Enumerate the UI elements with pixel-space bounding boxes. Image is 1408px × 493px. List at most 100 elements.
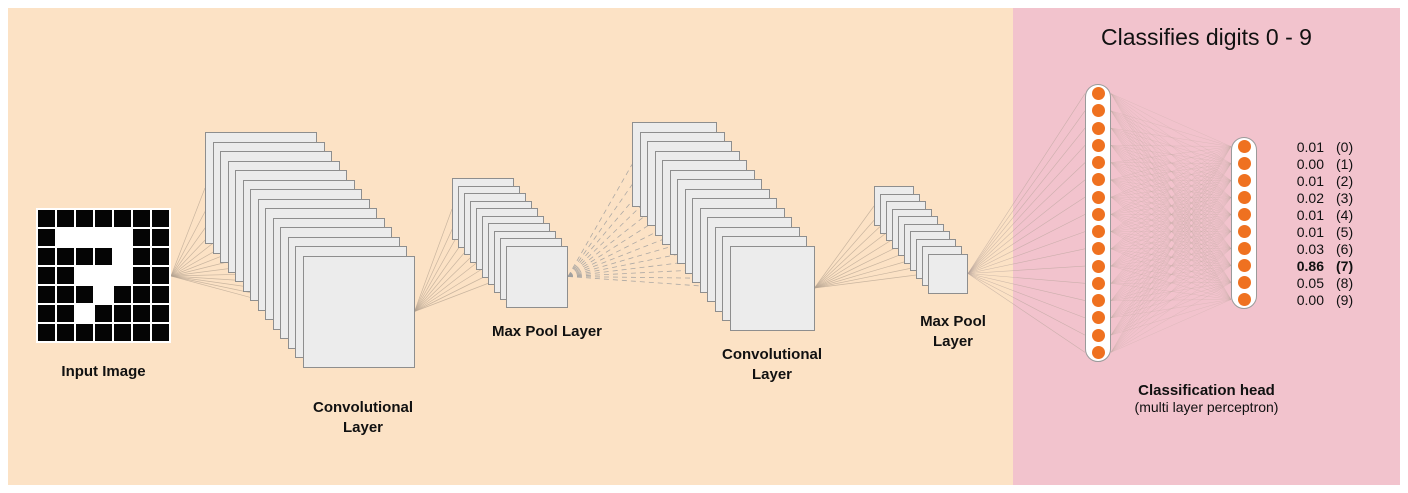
pixel-cell-black xyxy=(57,305,74,322)
prediction-probability: 0.03 xyxy=(1296,240,1324,257)
hidden-neuron-dot xyxy=(1091,104,1105,118)
pixel-cell-black xyxy=(152,229,169,246)
output-layer-column xyxy=(1231,137,1257,309)
prediction-row: 0.01(5) xyxy=(1288,223,1372,240)
conv-layer-2-label: Convolutional Layer xyxy=(692,345,852,384)
pixel-cell-black xyxy=(76,248,93,265)
pixel-cell-white xyxy=(95,229,112,246)
pixel-cell-black xyxy=(114,324,131,341)
hidden-neuron-dot xyxy=(1091,156,1105,170)
input-image-label: Input Image xyxy=(61,363,146,380)
prediction-digit: (7) xyxy=(1336,257,1354,274)
max-pool-layer-2-label-line1: Max Pool xyxy=(920,313,986,330)
pixel-cell-black xyxy=(38,210,55,227)
prediction-digit: (5) xyxy=(1336,223,1354,240)
pixel-cell-black xyxy=(152,248,169,265)
prediction-row: 0.03 (6) xyxy=(1288,240,1372,257)
prediction-row: 0.86 (7) xyxy=(1288,257,1372,274)
hidden-neuron-dot xyxy=(1091,190,1105,204)
conv-layer-2-label-line1: Convolutional xyxy=(722,346,822,363)
prediction-probability: 0.05 xyxy=(1296,274,1324,291)
pixel-cell-black xyxy=(76,210,93,227)
hidden-neuron-dot xyxy=(1091,207,1105,221)
output-neuron-dot xyxy=(1237,242,1251,255)
prediction-row: 0.05 (8) xyxy=(1288,274,1372,291)
prediction-digit: (6) xyxy=(1336,240,1354,257)
pixel-cell-white xyxy=(76,305,93,322)
output-neuron-dot xyxy=(1237,225,1251,238)
hidden-neuron-dot xyxy=(1091,345,1105,359)
pixel-cell-white xyxy=(76,229,93,246)
output-neuron-dot xyxy=(1237,276,1251,289)
pixel-cell-black xyxy=(152,305,169,322)
pixel-cell-white xyxy=(114,267,131,284)
prediction-digit: (4) xyxy=(1336,206,1354,223)
prediction-digit: (2) xyxy=(1336,172,1354,189)
pixel-cell-white xyxy=(114,229,131,246)
hidden-neuron-dot xyxy=(1091,121,1105,135)
pixel-cell-black xyxy=(76,324,93,341)
prediction-digit: (9) xyxy=(1336,291,1354,308)
input-image-grid xyxy=(36,208,171,343)
hidden-neuron-dot xyxy=(1091,138,1105,152)
max-pool-layer-2-label: Max Pool Layer xyxy=(893,312,1013,351)
hidden-layer-column xyxy=(1085,84,1111,362)
pixel-cell-black xyxy=(57,210,74,227)
pixel-cell-black xyxy=(95,324,112,341)
pixel-cell-white xyxy=(76,267,93,284)
pixel-cell-white xyxy=(95,286,112,303)
pixel-cell-black xyxy=(152,286,169,303)
pixel-cell-black xyxy=(38,267,55,284)
pixel-cell-white xyxy=(114,248,131,265)
max-pool-layer-2-label-line2: Layer xyxy=(932,332,974,350)
output-neuron-dot xyxy=(1237,259,1251,272)
hidden-neuron-dot xyxy=(1091,87,1105,101)
output-neuron-dot xyxy=(1237,293,1251,306)
pixel-cell-black xyxy=(38,229,55,246)
pixel-cell-black xyxy=(95,248,112,265)
pixel-cell-black xyxy=(152,210,169,227)
hidden-neuron-dot xyxy=(1091,311,1105,325)
prediction-row: 0.01 (4) xyxy=(1288,206,1372,223)
prediction-row: 0.00(1) xyxy=(1288,155,1372,172)
pixel-cell-black xyxy=(114,305,131,322)
pixel-cell-white xyxy=(95,267,112,284)
hidden-neuron-dot xyxy=(1091,259,1105,273)
prediction-probability: 0.86 xyxy=(1296,257,1324,274)
pixel-cell-black xyxy=(57,324,74,341)
prediction-probability: 0.02 xyxy=(1296,189,1324,206)
prediction-probability: 0.01 xyxy=(1296,206,1324,223)
pixel-cell-black xyxy=(133,229,150,246)
hidden-neuron-dot xyxy=(1091,225,1105,239)
prediction-probability: 0.00 xyxy=(1296,291,1324,308)
prediction-digit: (8) xyxy=(1336,274,1354,291)
output-neuron-dot xyxy=(1237,174,1251,187)
pixel-cell-black xyxy=(133,267,150,284)
pixel-cell-black xyxy=(57,248,74,265)
prediction-list: 0.01(0)0.00(1)0.01(2)0.02(3)0.01(4)0.01(… xyxy=(1288,138,1372,308)
output-neuron-dot xyxy=(1237,140,1251,153)
output-neuron-dot xyxy=(1237,191,1251,204)
pixel-cell-black xyxy=(133,324,150,341)
pixel-cell-black xyxy=(57,286,74,303)
prediction-row: 0.02 (3) xyxy=(1288,189,1372,206)
pixel-cell-black xyxy=(95,210,112,227)
conv-layer-1-label-line2: Layer xyxy=(342,418,384,436)
conv-layer-2-label-line2: Layer xyxy=(751,365,793,383)
prediction-probability: 0.01 xyxy=(1296,172,1324,189)
prediction-digit: (3) xyxy=(1336,189,1354,206)
prediction-digit: (0) xyxy=(1336,138,1354,155)
output-neuron-dot xyxy=(1237,208,1251,221)
classification-head-caption: Classification head (multi layer percept… xyxy=(1013,382,1400,415)
pixel-cell-black xyxy=(152,324,169,341)
conv-layer-1-label-line1: Convolutional xyxy=(313,399,413,416)
pixel-cell-black xyxy=(133,248,150,265)
conv-layer-1-label: Convolutional Layer xyxy=(283,398,443,437)
prediction-digit: (1) xyxy=(1336,155,1354,172)
hidden-neuron-dot xyxy=(1091,276,1105,290)
pixel-cell-black xyxy=(38,286,55,303)
classification-head-caption-bold: Classification head xyxy=(1138,382,1275,399)
output-neuron-dot xyxy=(1237,157,1251,170)
prediction-probability: 0.01 xyxy=(1296,138,1324,155)
hidden-neuron-dot xyxy=(1091,294,1105,308)
